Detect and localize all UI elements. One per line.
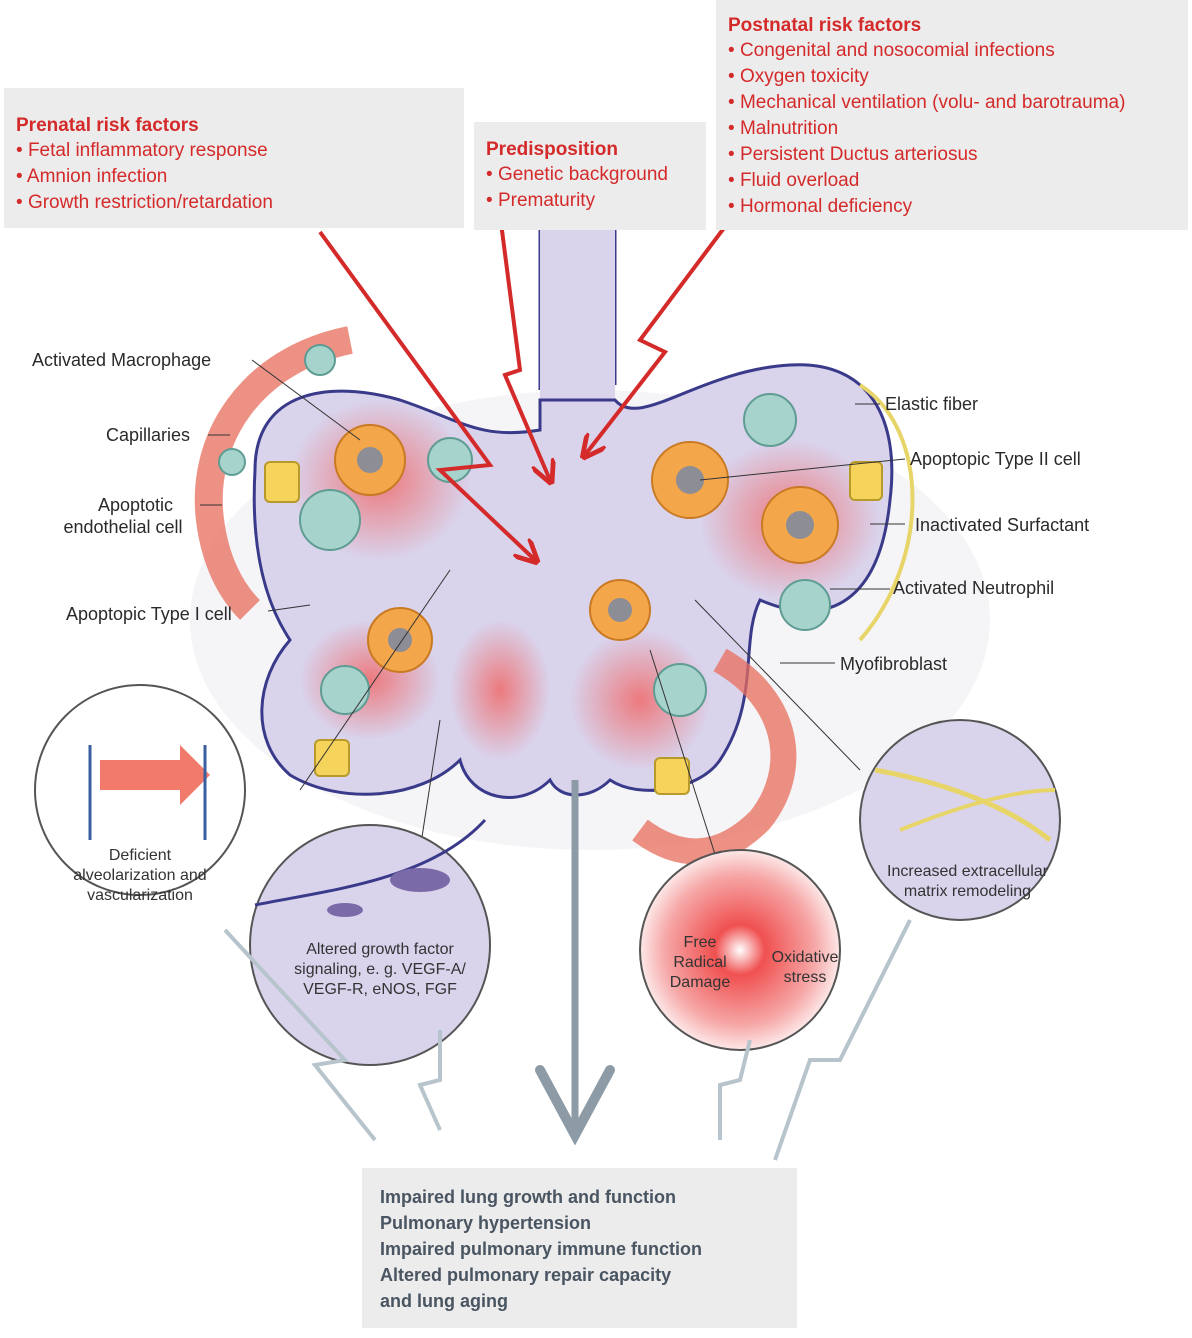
- prenatal-list: Fetal inflammatory response Amnion infec…: [16, 138, 273, 216]
- inset-free-radical-line: Damage: [669, 974, 731, 991]
- inset-growth-factor-line: signaling, e. g. VEGF-A/: [294, 961, 466, 978]
- inset-ecm-line: matrix remodeling: [903, 883, 1032, 900]
- label-inactivated-surfactant: Inactivated Surfactant: [915, 515, 1090, 535]
- label-apoptopic-type2: Apoptopic Type II cell: [910, 449, 1081, 469]
- postnatal-item: Oxygen toxicity: [728, 64, 1125, 90]
- inset-free-radical-line: Free: [683, 934, 717, 951]
- outcome-item: Altered pulmonary repair capacity: [380, 1265, 672, 1285]
- label-apoptotic-endothelial-line2: endothelial cell: [63, 517, 183, 537]
- postnatal-item: Malnutrition: [728, 116, 1125, 142]
- outcomes-list: Impaired lung growth and function Pulmon…: [380, 1184, 702, 1314]
- inset-alveolarization: [34, 684, 246, 896]
- inset-free-radical: [639, 849, 841, 1051]
- inset-free-radical-text: Free Radical Damage: [665, 933, 735, 993]
- inset-oxidative-text: Oxidative stress: [765, 948, 845, 988]
- predisposition-box: Predisposition Genetic background Premat…: [474, 122, 706, 230]
- postnatal-item: Hormonal deficiency: [728, 194, 1125, 220]
- postnatal-item: Fluid overload: [728, 168, 1125, 194]
- inset-free-radical-line: Radical: [673, 954, 727, 971]
- prenatal-title: Prenatal risk factors: [16, 115, 199, 136]
- inset-oxidative-line: Oxidative: [771, 949, 839, 966]
- postnatal-box: Postnatal risk factors Congenital and no…: [716, 0, 1188, 230]
- label-apoptopic-type1: Apoptopic Type I cell: [66, 604, 232, 624]
- prenatal-item: Fetal inflammatory response: [16, 138, 273, 164]
- outcome-item: Impaired lung growth and function: [380, 1187, 676, 1207]
- inset-alveolarization-line: vascularization: [87, 887, 193, 904]
- predisposition-item: Prematurity: [486, 188, 668, 214]
- outcome-item: Impaired pulmonary immune function: [380, 1239, 703, 1259]
- postnatal-list: Congenital and nosocomial infections Oxy…: [728, 38, 1125, 220]
- inset-ecm-line: Increased extracellular: [887, 863, 1048, 880]
- outcome-item: Pulmonary hypertension: [380, 1213, 592, 1233]
- label-apoptotic-endothelial: Apoptotic endothelial cell: [48, 494, 198, 538]
- prenatal-box: Prenatal risk factors Fetal inflammatory…: [4, 88, 464, 228]
- label-apoptotic-endothelial-line1: Apoptotic: [98, 495, 174, 515]
- predisposition-title: Predisposition: [486, 139, 618, 160]
- outcome-item: and lung aging: [380, 1291, 508, 1311]
- inset-ecm: [859, 719, 1061, 921]
- inset-growth-factor: [249, 818, 491, 1066]
- inset-alveolarization-text: Deficient alveolarization and vasculariz…: [65, 846, 215, 906]
- inset-alveolarization-line: alveolarization and: [73, 867, 207, 884]
- inset-growth-factor-text: Altered growth factor signaling, e. g. V…: [290, 940, 470, 1000]
- predisposition-item: Genetic background: [486, 162, 668, 188]
- postnatal-item: Mechanical ventilation (volu- and barotr…: [728, 90, 1125, 116]
- label-elastic-fiber: Elastic fiber: [885, 394, 979, 414]
- inset-alveolarization-line: Deficient: [108, 847, 172, 864]
- inset-growth-factor-line: Altered growth factor: [306, 941, 454, 958]
- inset-oxidative-line: stress: [783, 969, 827, 986]
- label-myofibroblast: Myofibroblast: [840, 654, 948, 674]
- label-activated-macrophage: Activated Macrophage: [32, 350, 212, 370]
- postnatal-title: Postnatal risk factors: [728, 15, 922, 36]
- inset-ecm-text: Increased extracellular matrix remodelin…: [880, 862, 1055, 902]
- label-capillaries: Capillaries: [106, 425, 191, 445]
- inset-growth-factor-line: VEGF-R, eNOS, FGF: [303, 981, 457, 998]
- outcomes-box: Impaired lung growth and function Pulmon…: [362, 1168, 797, 1328]
- predisposition-list: Genetic background Prematurity: [486, 162, 668, 214]
- label-activated-neutrophil: Activated Neutrophil: [893, 578, 1055, 598]
- postnatal-item: Congenital and nosocomial infections: [728, 38, 1125, 64]
- prenatal-item: Amnion infection: [16, 164, 273, 190]
- postnatal-item: Persistent Ductus arteriosus: [728, 142, 1125, 168]
- prenatal-item: Growth restriction/retardation: [16, 190, 273, 216]
